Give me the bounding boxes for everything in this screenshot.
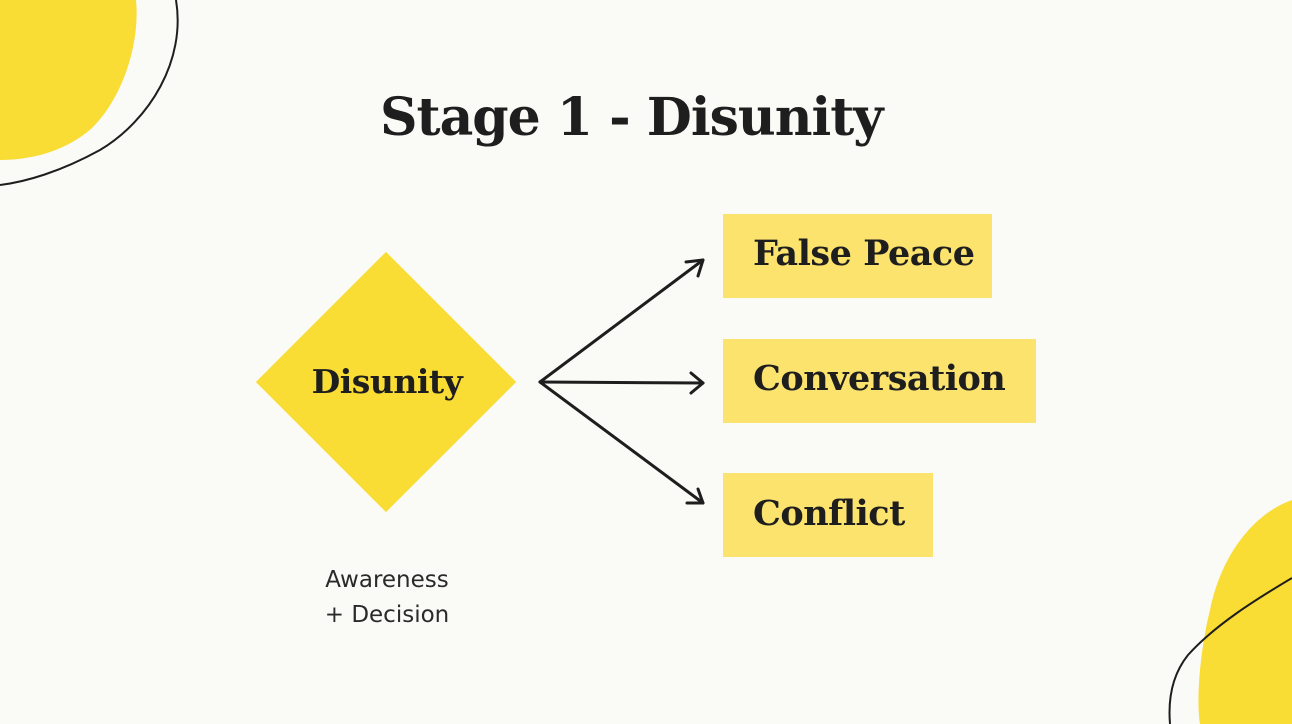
top-left-curve xyxy=(0,0,179,186)
page-title: Stage 1 - Disunity xyxy=(380,87,884,148)
outcome-conversation: Conversation xyxy=(723,339,1036,423)
top-left-blob xyxy=(0,0,137,160)
arrow-to-false-peace xyxy=(538,258,705,384)
diamond-label: Disunity xyxy=(311,362,463,401)
arrow-to-conversation xyxy=(538,380,705,385)
bottom-right-curve xyxy=(1168,577,1292,724)
arrowhead-conflict xyxy=(685,487,705,505)
caption-line-2: + Decision xyxy=(324,602,450,628)
arrowhead-false-peace xyxy=(684,258,705,278)
arrowhead-conversation xyxy=(689,371,705,395)
bottom-right-blob xyxy=(1198,500,1292,724)
caption-line-1: Awareness xyxy=(325,567,449,593)
outcome-conflict: Conflict xyxy=(723,473,933,557)
caption: Awareness + Decision xyxy=(292,563,482,633)
outcome-false-peace: False Peace xyxy=(723,214,992,298)
arrow-to-conflict xyxy=(538,380,705,505)
